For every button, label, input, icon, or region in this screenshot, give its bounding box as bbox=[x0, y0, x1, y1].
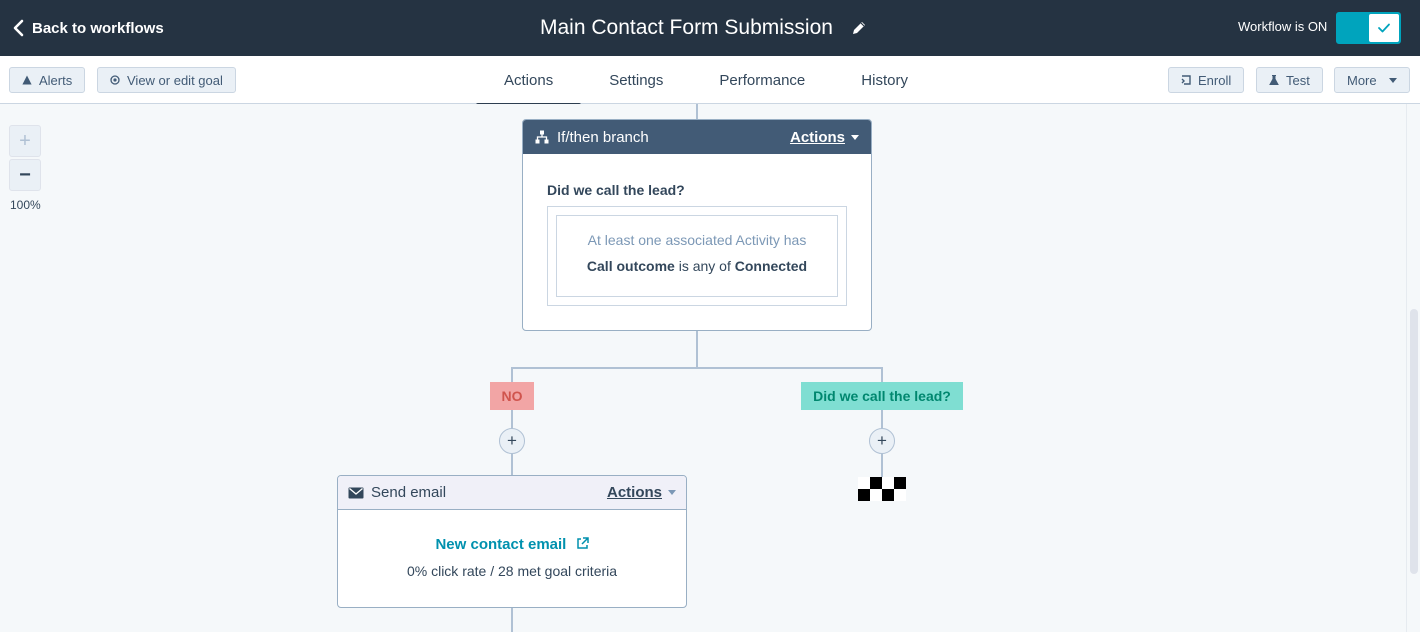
branch-icon bbox=[535, 130, 549, 144]
workflow-tabs: Actions Settings Performance History bbox=[476, 56, 936, 107]
condition-rule: Call outcome is any of Connected bbox=[557, 258, 837, 274]
email-name: New contact email bbox=[435, 536, 567, 553]
zoom-out-button[interactable]: − bbox=[9, 159, 41, 191]
chevron-down-icon bbox=[1388, 77, 1397, 83]
toggle-knob bbox=[1369, 14, 1399, 42]
more-label: More bbox=[1347, 72, 1377, 88]
branch-actions-dropdown[interactable]: Actions bbox=[790, 129, 859, 146]
email-actions-label: Actions bbox=[606, 484, 662, 501]
branch-card-title: If/then branch bbox=[557, 128, 649, 146]
tab-actions[interactable]: Actions bbox=[476, 56, 582, 107]
branch-actions-label: Actions bbox=[789, 128, 845, 146]
branch-card-header: If/then branch Actions bbox=[523, 120, 871, 154]
workflow-title-area: Main Contact Form Submission bbox=[540, 12, 867, 44]
chevron-left-icon bbox=[13, 19, 24, 37]
branch-question: Did we call the lead? bbox=[547, 182, 685, 198]
email-actions-dropdown[interactable]: Actions bbox=[607, 484, 676, 501]
alerts-label: Alerts bbox=[39, 72, 73, 88]
zoom-level: 100% bbox=[10, 198, 41, 212]
target-icon bbox=[110, 75, 120, 85]
zoom-in-button[interactable]: + bbox=[9, 125, 41, 157]
email-card-title: Send email bbox=[371, 484, 447, 501]
workflow-title[interactable]: Main Contact Form Submission bbox=[540, 16, 833, 39]
check-icon bbox=[1378, 23, 1390, 33]
external-link-icon bbox=[576, 537, 589, 549]
tab-performance[interactable]: Performance bbox=[691, 56, 833, 104]
back-label: Back to workflows bbox=[32, 19, 164, 37]
workflow-toolbar: Alerts View or edit goal Actions Setting… bbox=[0, 56, 1420, 107]
scrollbar-thumb[interactable] bbox=[1410, 309, 1418, 574]
pencil-icon[interactable] bbox=[851, 20, 867, 36]
email-card-header: Send email Actions bbox=[338, 476, 686, 510]
tab-label: Performance bbox=[719, 71, 806, 89]
tab-label: Actions bbox=[504, 71, 554, 89]
connector-line bbox=[696, 331, 698, 368]
email-name-link[interactable]: New contact email bbox=[338, 536, 686, 553]
flask-icon bbox=[1269, 75, 1279, 85]
chevron-down-icon bbox=[851, 134, 859, 140]
send-email-card[interactable]: Send email Actions New contact email 0% … bbox=[337, 475, 687, 608]
condition-description: At least one associated Activity has bbox=[587, 232, 807, 248]
if-then-branch-card[interactable]: If/then branch Actions Did we call the l… bbox=[522, 119, 872, 331]
view-edit-goal-button[interactable]: View or edit goal bbox=[97, 67, 236, 93]
vertical-scrollbar[interactable] bbox=[1406, 104, 1420, 632]
envelope-icon bbox=[348, 487, 364, 498]
condition-value: Connected bbox=[734, 258, 808, 274]
more-dropdown[interactable]: More bbox=[1334, 67, 1410, 93]
tab-settings[interactable]: Settings bbox=[581, 56, 691, 104]
condition-property: Call outcome bbox=[586, 258, 675, 274]
checkered-flag-icon bbox=[858, 477, 906, 501]
add-action-button-no[interactable]: + bbox=[499, 428, 525, 454]
chevron-down-icon bbox=[668, 490, 676, 495]
tab-history[interactable]: History bbox=[833, 56, 936, 104]
branch-no-label: NO bbox=[490, 382, 534, 410]
enroll-button[interactable]: Enroll bbox=[1168, 67, 1245, 93]
test-button[interactable]: Test bbox=[1256, 67, 1323, 93]
goal-label: View or edit goal bbox=[127, 72, 223, 88]
connector-line bbox=[511, 367, 883, 369]
test-label: Test bbox=[1286, 72, 1310, 88]
branch-condition-group: At least one associated Activity has Cal… bbox=[547, 206, 847, 306]
enroll-icon bbox=[1181, 75, 1191, 85]
connector-line bbox=[511, 367, 513, 383]
warning-icon bbox=[22, 75, 32, 85]
tab-label: History bbox=[861, 71, 908, 89]
branch-condition: At least one associated Activity has Cal… bbox=[556, 215, 838, 297]
back-to-workflows-link[interactable]: Back to workflows bbox=[12, 16, 164, 40]
email-stats: 0% click rate / 28 met goal criteria bbox=[406, 563, 618, 579]
workflow-status-text: Workflow is ON bbox=[1238, 19, 1328, 34]
branch-yes-label: Did we call the lead? bbox=[801, 382, 963, 410]
connector-line bbox=[696, 104, 698, 120]
top-bar: Back to workflows Main Contact Form Subm… bbox=[0, 0, 1420, 56]
add-action-button-yes[interactable]: + bbox=[869, 428, 895, 454]
connector-line bbox=[881, 367, 883, 383]
alerts-button[interactable]: Alerts bbox=[9, 67, 86, 93]
condition-operator: is any of bbox=[678, 258, 731, 274]
connector-line bbox=[511, 608, 513, 632]
workflow-on-toggle[interactable] bbox=[1336, 12, 1401, 44]
enroll-label: Enroll bbox=[1198, 72, 1232, 88]
tab-label: Settings bbox=[609, 71, 664, 89]
